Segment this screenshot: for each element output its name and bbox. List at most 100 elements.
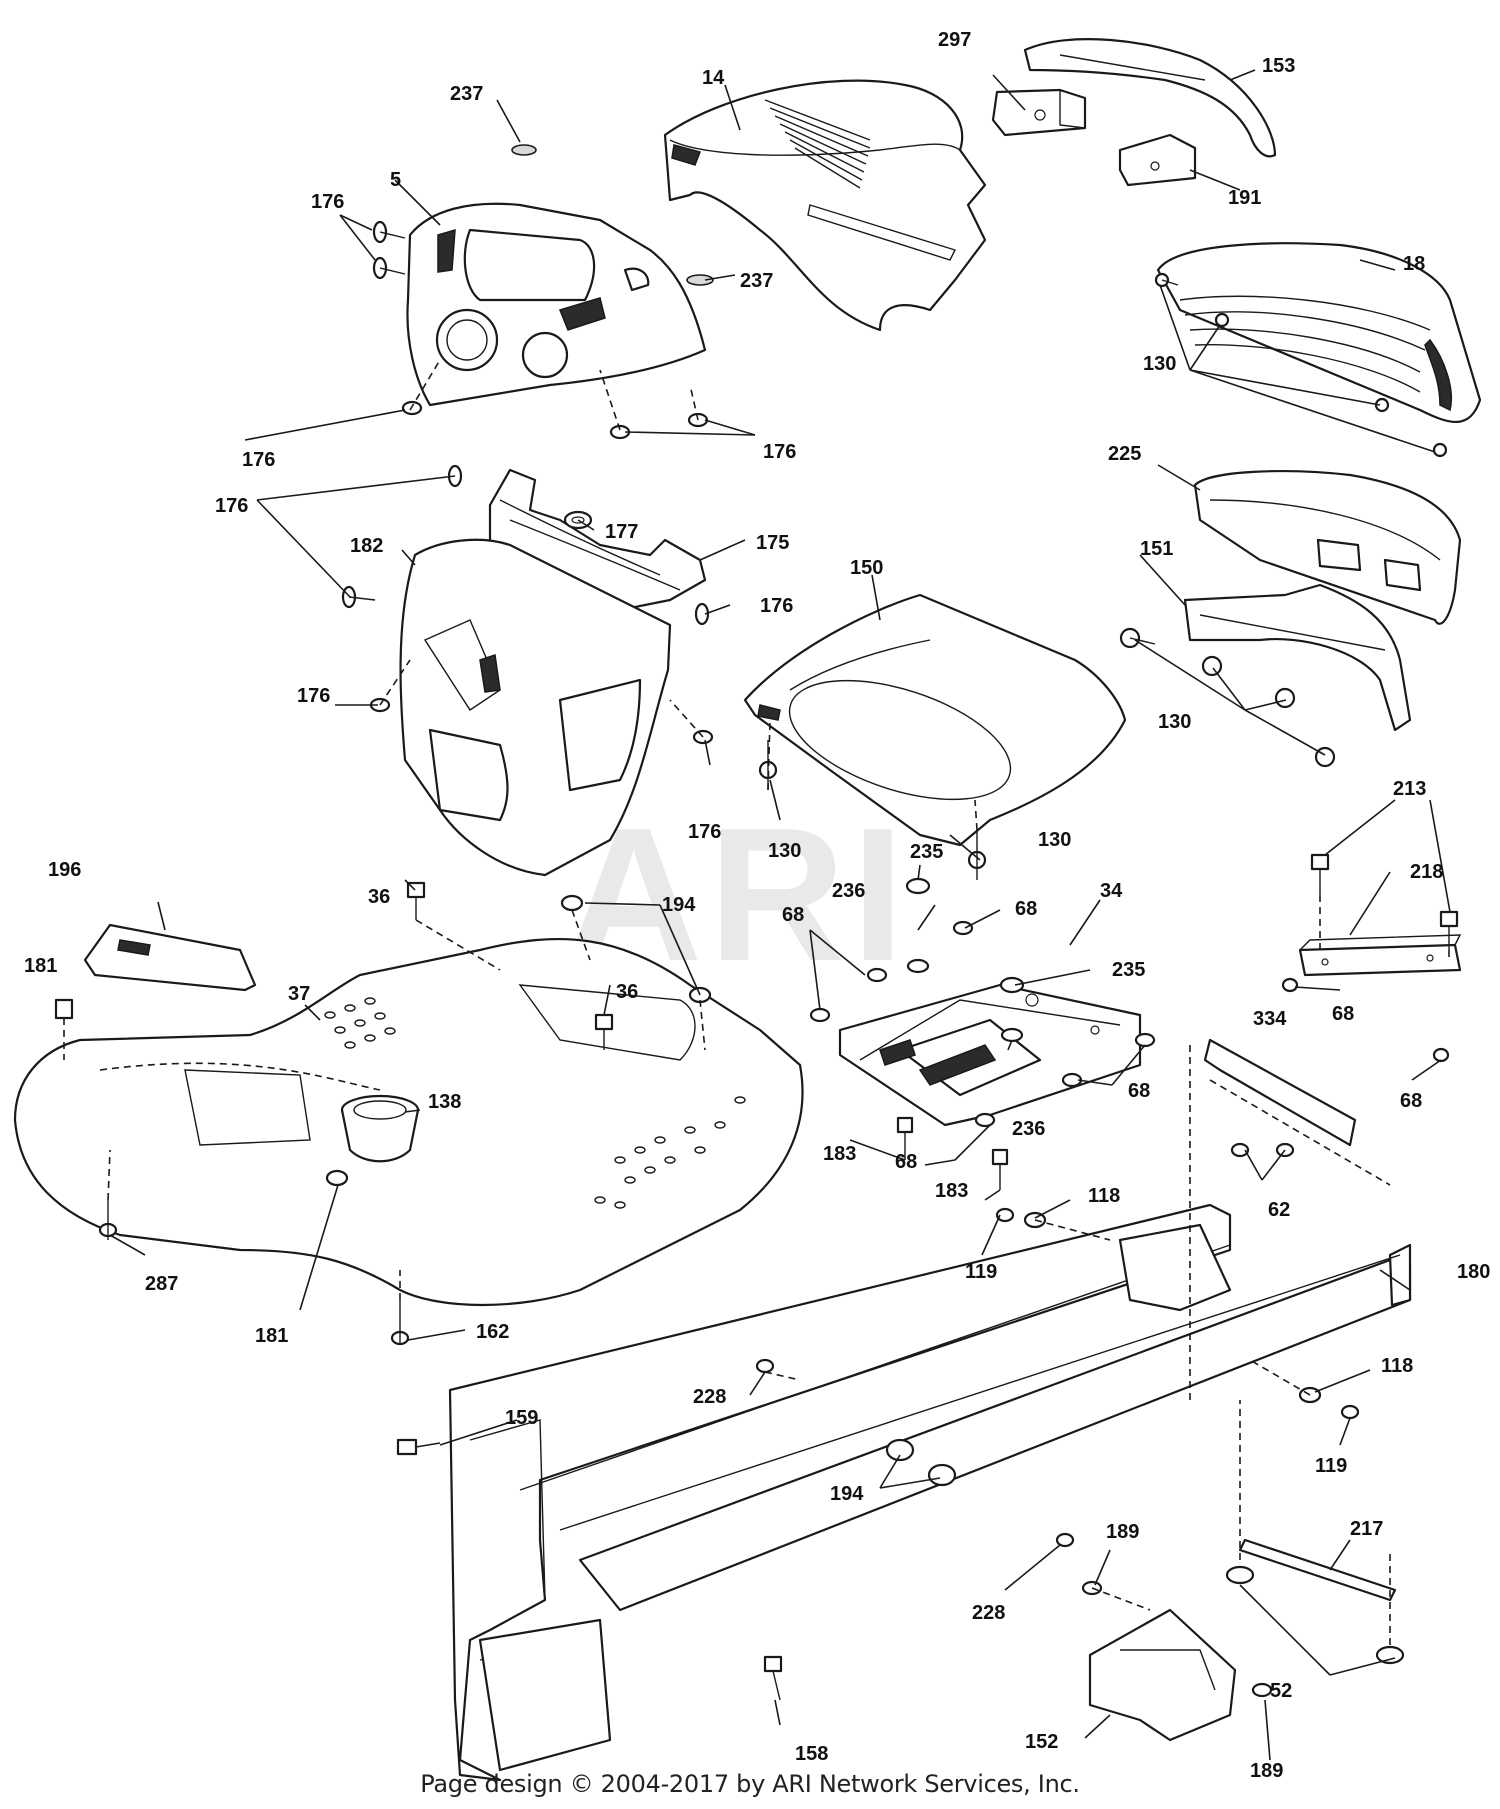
callout-183: 183 (935, 1180, 968, 1202)
part-138-boot (340, 1094, 420, 1163)
callout-176: 176 (297, 685, 330, 707)
callout-225: 225 (1108, 443, 1141, 465)
callout-334: 334 (1253, 1008, 1287, 1030)
bolt-68 (1134, 1032, 1156, 1048)
callout-218: 218 (1410, 861, 1443, 883)
bolt-68 (809, 1007, 831, 1023)
callout-68: 68 (895, 1151, 917, 1173)
part-297-block (991, 88, 1087, 137)
pin-228 (1055, 1532, 1075, 1548)
bolt-213 (1439, 910, 1459, 950)
screw-130 (1214, 312, 1230, 328)
callout-196: 196 (48, 859, 81, 881)
callout-181: 181 (255, 1325, 288, 1347)
screw-130 (1432, 442, 1448, 458)
copyright-footer: Page design © 2004-2017 by ARI Network S… (420, 1770, 1080, 1798)
bolt-183 (991, 1148, 1009, 1190)
bolt-68 (974, 1112, 996, 1128)
callout-130: 130 (1158, 711, 1191, 733)
callout-236: 236 (832, 880, 865, 902)
part-5-dash-panel (406, 202, 707, 407)
callout-37: 37 (288, 983, 310, 1005)
callout-138: 138 (428, 1091, 461, 1113)
callout-236: 236 (1012, 1118, 1045, 1140)
part-196-pedal-pad (83, 923, 257, 992)
bolt-68 (1281, 977, 1299, 993)
screw-130 (1274, 687, 1296, 709)
callout-68: 68 (1015, 898, 1037, 920)
callout-237: 237 (740, 270, 773, 292)
bolt-176 (694, 602, 710, 626)
nut-119 (995, 1207, 1015, 1223)
callout-152: 152 (1025, 1731, 1058, 1753)
screw-130 (967, 830, 987, 880)
bolt-159 (396, 1438, 441, 1456)
callout-130: 130 (1038, 829, 1071, 851)
bolt-68 (866, 967, 888, 983)
callout-36: 36 (368, 886, 390, 908)
callout-180: 180 (1457, 1261, 1490, 1283)
callout-235: 235 (910, 841, 943, 863)
bolt-68 (1432, 1047, 1450, 1063)
callout-119: 119 (1315, 1455, 1347, 1477)
callout-183: 183 (823, 1143, 856, 1165)
callout-130: 130 (768, 840, 801, 862)
callout-228: 228 (693, 1386, 726, 1408)
callout-297: 297 (938, 29, 971, 51)
nut-235 (905, 877, 931, 895)
callout-181: 181 (24, 955, 57, 977)
callout-158: 158 (795, 1743, 828, 1765)
part-52-bushings (1225, 1565, 1405, 1665)
callout-118: 118 (1088, 1185, 1120, 1207)
bolt-176 (341, 585, 376, 609)
washer-236 (1000, 1027, 1024, 1043)
part-191-block (1118, 133, 1197, 187)
callout-118: 118 (1381, 1355, 1413, 1377)
callout-237: 237 (450, 83, 483, 105)
callout-162: 162 (476, 1321, 509, 1343)
part-18-grille (1156, 242, 1482, 423)
callout-217: 217 (1350, 1518, 1383, 1540)
leader-lines (109, 69, 1451, 1761)
callout-62: 62 (1268, 1199, 1290, 1221)
callout-176: 176 (760, 595, 793, 617)
callout-5: 5 (390, 169, 401, 191)
part-237-plug-lower (686, 274, 714, 286)
part-218-plate (1298, 934, 1462, 977)
callout-labels: 297 153 14 237 237 191 18 5 176 176 176 … (24, 29, 1490, 1782)
bolt-162 (390, 1300, 410, 1346)
callout-150: 150 (850, 557, 883, 579)
callout-213: 213 (1393, 778, 1426, 800)
bolt-176 (372, 220, 406, 244)
callout-14: 14 (702, 67, 725, 89)
part-34-mount-plate (838, 983, 1142, 1127)
callout-189: 189 (1106, 1521, 1139, 1543)
callout-130: 130 (1143, 353, 1176, 375)
pin-228 (755, 1358, 775, 1374)
bolt-183 (896, 1116, 914, 1160)
part-217-rod (1238, 1538, 1397, 1602)
screw-130 (1154, 272, 1179, 288)
callout-182: 182 (350, 535, 383, 557)
bolt-213 (1310, 853, 1330, 895)
nut-119 (1340, 1404, 1360, 1420)
bolt-287 (98, 1200, 118, 1240)
part-225-bumper (1193, 470, 1462, 625)
bolt-62 (1230, 1142, 1250, 1158)
callout-68: 68 (782, 904, 804, 926)
callout-151: 151 (1140, 538, 1173, 560)
screw-130 (1119, 627, 1156, 649)
part-334-bracket (1189, 1038, 1391, 1400)
nut-194 (927, 1463, 957, 1487)
callout-177: 177 (605, 521, 638, 543)
callout-153: 153 (1262, 55, 1295, 77)
callout-68: 68 (1128, 1080, 1150, 1102)
bolt-176 (372, 256, 406, 280)
callout-68: 68 (1332, 1003, 1354, 1025)
callout-194: 194 (662, 894, 696, 916)
bolt-68 (952, 920, 974, 936)
callout-159: 159 (505, 1407, 538, 1429)
part-153-handle (1023, 38, 1277, 158)
callout-287: 287 (145, 1273, 178, 1295)
callout-52: 52 (1270, 1680, 1292, 1702)
